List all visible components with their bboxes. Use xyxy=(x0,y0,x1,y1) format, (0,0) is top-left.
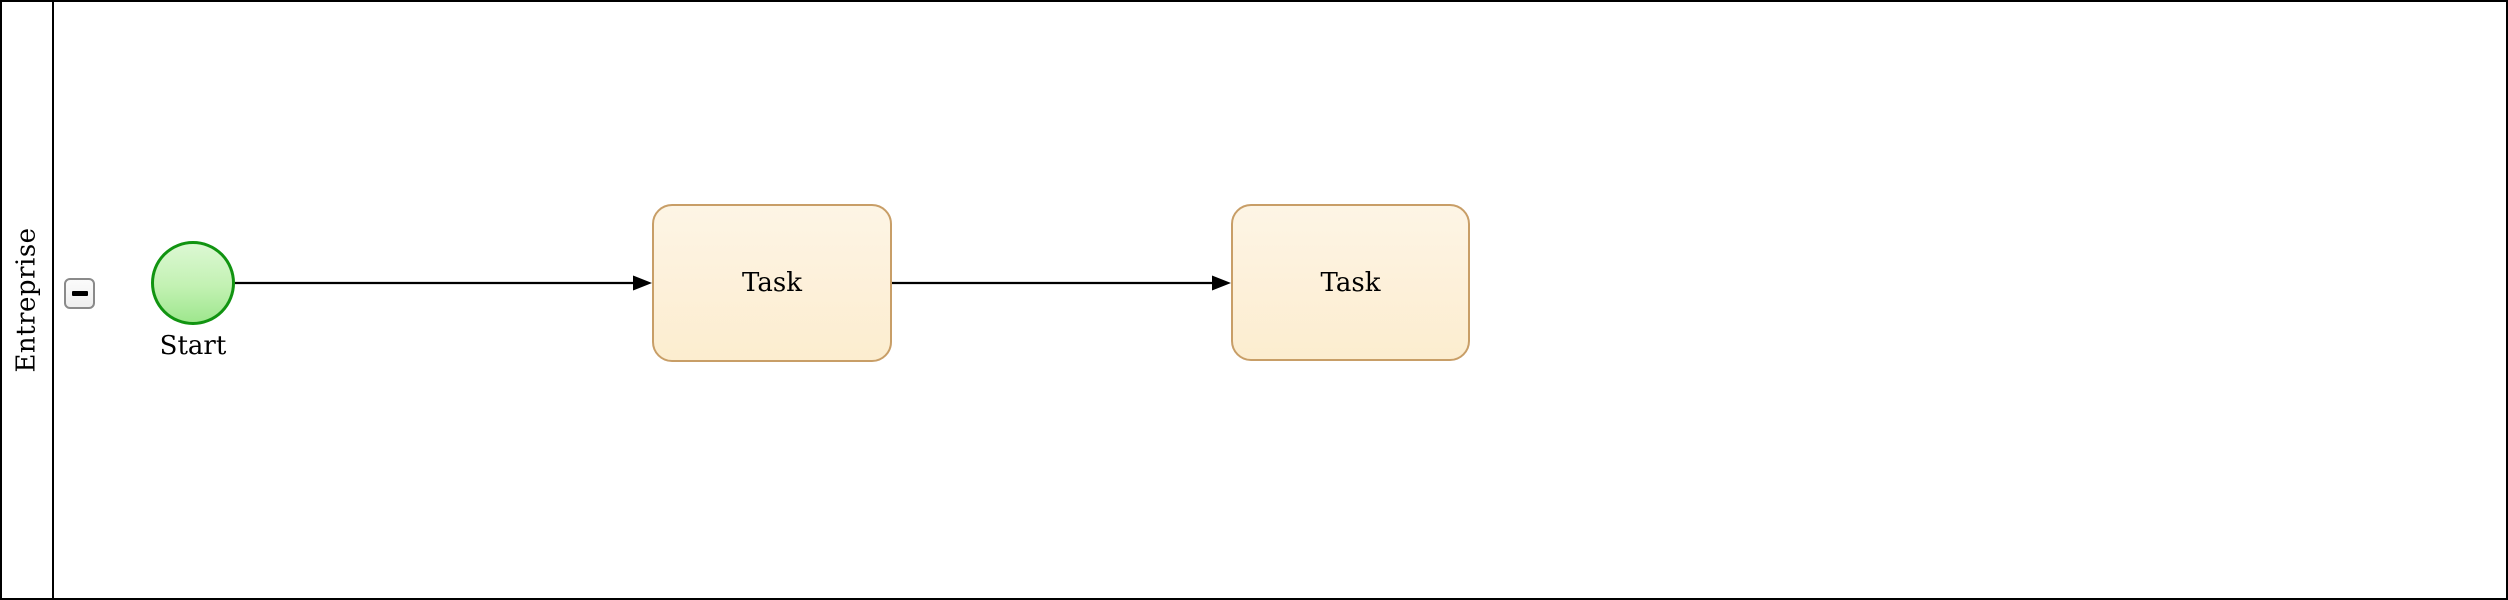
collapse-button[interactable] xyxy=(64,278,95,309)
task-node-2[interactable]: Task xyxy=(1231,204,1470,361)
start-event-node[interactable] xyxy=(151,241,235,325)
task-node-1[interactable]: Task xyxy=(652,204,892,362)
arrowhead-icon xyxy=(1212,275,1231,291)
sequence-flow-start-to-task1[interactable] xyxy=(235,275,652,291)
task-2-label: Task xyxy=(1320,267,1381,298)
collapse-minus-icon xyxy=(71,291,88,296)
task-1-label: Task xyxy=(742,268,802,298)
pool-label-strip[interactable]: Entreprise xyxy=(2,2,54,598)
start-event-label: Start xyxy=(159,331,227,361)
arrowhead-icon xyxy=(633,275,652,291)
sequence-flow-task1-to-task2[interactable] xyxy=(892,275,1231,291)
